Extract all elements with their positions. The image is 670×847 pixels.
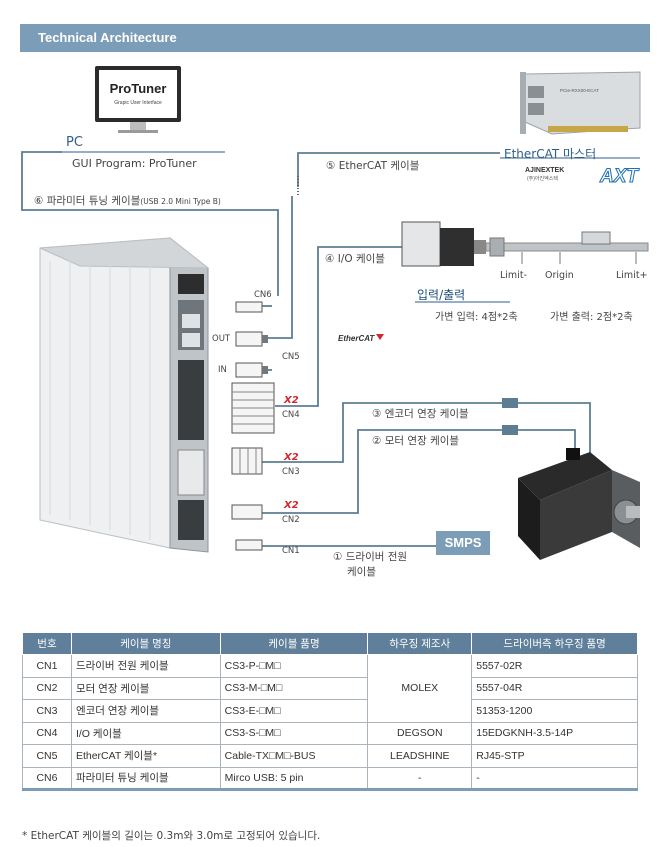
io-outputs: 가변 출력: 2점*2축 [550, 312, 633, 323]
connector-cn4 [231, 382, 275, 434]
origin-label: Origin [545, 270, 574, 281]
ethercat-card-icon [520, 71, 641, 135]
cell-name: 파라미터 튜닝 케이블 [70, 766, 221, 791]
cell-maker: MOLEX [367, 654, 473, 723]
cable1-label-line2: 케이블 [347, 566, 376, 578]
pc-title: PC [66, 135, 83, 150]
cable3-label: ③ 엔코더 연장 케이블 [372, 408, 469, 420]
cable-lines [21, 151, 591, 547]
architecture-diagram: ProTuner Grapic User Interface PCIe-RXX0… [21, 66, 649, 560]
cell-no: CN4 [22, 721, 72, 745]
cell-name: 모터 연장 케이블 [70, 676, 221, 700]
pc-subtitle: GUI Program: ProTuner [72, 157, 197, 170]
connector-cn3 [231, 447, 263, 475]
io-motor-icon [401, 221, 486, 267]
connector-cn1 [235, 539, 263, 551]
cell-no: CN1 [22, 654, 72, 678]
cell-housing: RJ45-STP [471, 744, 638, 768]
cell-part: CS3-E-□M□ [219, 699, 369, 723]
card-label: PCIe-RXX00-ECAT [560, 88, 599, 93]
table-header: 번호 [22, 632, 72, 655]
footnote: * EtherCAT 케이블의 길이는 0.3m와 3.0m로 고정되어 있습니… [22, 830, 321, 842]
table-header: 드라이버측 하우징 품명 [471, 632, 638, 655]
monitor-tagline: Grapic User Interface [114, 100, 162, 106]
out-label: OUT [212, 334, 231, 344]
header-title: Technical Architecture [38, 30, 177, 45]
cell-part: Cable-TX□M□-BUS [219, 744, 369, 768]
table-header: 케이블 명칭 [70, 632, 221, 655]
monitor-icon [95, 66, 181, 133]
cell-part: CS3-P-□M□ [219, 654, 369, 678]
cn4-label: CN4 [282, 410, 300, 420]
vendor-sub: (주)아진엑스텍 [527, 175, 558, 182]
io-title: 입력/출력 [417, 288, 466, 302]
vendor-name: AJINEXTEK [525, 167, 564, 174]
ethercat-master-title: EtherCAT 마스터 [504, 147, 597, 161]
cell-no: CN6 [22, 766, 72, 791]
cell-name: 엔코더 연장 케이블 [70, 699, 221, 723]
table-header: 케이블 품명 [219, 632, 369, 655]
limit-plus-label: Limit+ [616, 270, 648, 281]
cell-maker: LEADSHINE [367, 744, 473, 768]
io-inputs: 가변 입력: 4점*2축 [435, 312, 518, 323]
cable5-label: ⑤ EtherCAT 케이블 [326, 160, 420, 172]
cell-part: CS3-M-□M□ [219, 676, 369, 700]
cn2-x2: X2 [284, 500, 299, 511]
cell-housing: 15EDGKNH-3.5-14P [471, 721, 638, 745]
cn3-label: CN3 [282, 467, 300, 477]
cable6-note: (USB 2.0 Mini Type B) [140, 197, 221, 206]
connector-in [235, 362, 268, 378]
table-row: CN6 파라미터 튜닝 케이블 Mirco USB: 5 pin - - [22, 766, 638, 791]
connector-cn2 [231, 504, 263, 520]
ethercat-logo-arrow-icon [376, 334, 384, 340]
cell-no: CN5 [22, 744, 72, 768]
servo-motor-icon [518, 448, 640, 560]
cable-table: 번호 케이블 명칭 케이블 품명 하우징 제조사 드라이버측 하우징 품명 CN… [22, 632, 638, 791]
cell-no: CN3 [22, 699, 72, 723]
cell-name: 드라이버 전원 케이블 [70, 654, 221, 678]
smps-box: SMPS [436, 531, 490, 555]
cn1-label: CN1 [282, 546, 300, 556]
cn2-label: CN2 [282, 515, 300, 525]
encoder-joint [502, 398, 518, 408]
cell-housing: 5557-04R [471, 676, 638, 700]
cable4-label: ④ I/O 케이블 [325, 253, 385, 265]
cable6-label: ⑥ 파라미터 튜닝 케이블(USB 2.0 Mini Type B) [34, 193, 221, 208]
table-row: CN4 I/O 케이블 CS3-S-□M□ DEGSON 15EDGKNH-3.… [22, 721, 638, 745]
cell-housing: 5557-02R [471, 654, 638, 678]
cell-name: EtherCAT 케이블* [70, 744, 221, 768]
table-row: CN5 EtherCAT 케이블* Cable-TX□M□-BUS LEADSH… [22, 744, 638, 768]
cn3-x2: X2 [284, 452, 299, 463]
ethercat-logo: EtherCAT [338, 334, 375, 343]
table-row: CN3 엔코더 연장 케이블 CS3-E-□M□ 51353-1200 [22, 699, 638, 723]
table-row: CN1 드라이버 전원 케이블 CS3-P-□M□ MOLEX 5557-02R [22, 654, 638, 723]
monitor-brand: ProTuner [110, 81, 167, 96]
driver-unit [39, 236, 210, 553]
header-bar: Technical Architecture [20, 24, 650, 52]
linear-stage-icon [485, 231, 649, 264]
cell-maker: DEGSON [367, 721, 473, 745]
connector-cn6 [235, 301, 263, 313]
cell-part: CS3-S-□M□ [219, 721, 369, 745]
in-label: IN [218, 365, 227, 375]
cable2-label: ② 모터 연장 케이블 [372, 435, 460, 447]
cn4-x2: X2 [284, 395, 299, 406]
table-header: 하우징 제조사 [367, 632, 473, 655]
limit-minus-label: Limit- [500, 270, 527, 281]
cn5-label: CN5 [282, 352, 300, 362]
connector-out [235, 331, 268, 347]
table-row: CN2 모터 연장 케이블 CS3-M-□M□ 5557-04R [22, 676, 638, 700]
cable6-name: ⑥ 파라미터 튜닝 케이블 [34, 195, 141, 207]
cell-no: CN2 [22, 676, 72, 700]
cell-housing: 51353-1200 [471, 699, 638, 723]
cell-housing: - [471, 766, 638, 791]
cell-maker: - [367, 766, 473, 791]
motor-joint [502, 425, 518, 435]
cn6-label: CN6 [254, 290, 272, 300]
cell-name: I/O 케이블 [70, 721, 221, 745]
table-header-row: 번호 케이블 명칭 케이블 품명 하우징 제조사 드라이버측 하우징 품명 [22, 632, 638, 655]
cell-part: Mirco USB: 5 pin [219, 766, 369, 791]
cable1-label-line1: ① 드라이버 전원 [333, 551, 408, 563]
axt-logo: AXT [599, 166, 639, 187]
